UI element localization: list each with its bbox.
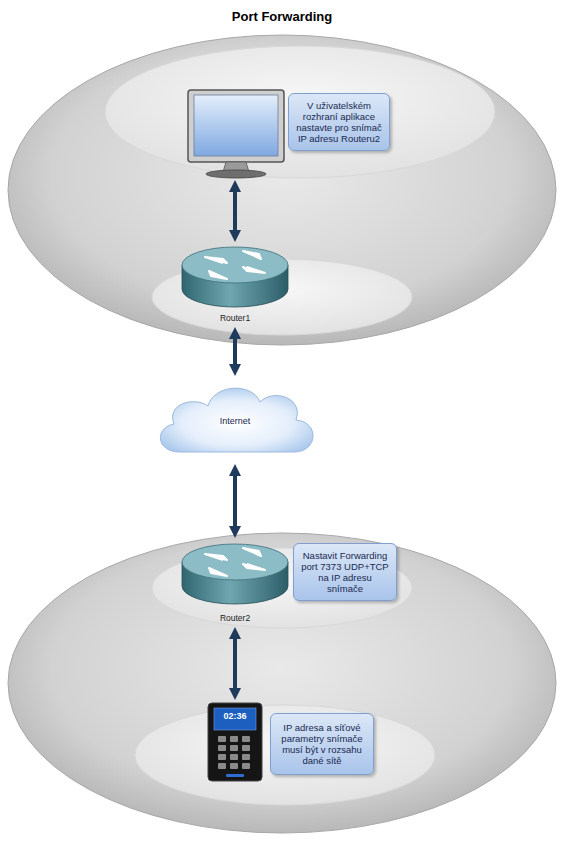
diagram-title: Port Forwarding bbox=[0, 9, 564, 24]
connector-arrow bbox=[229, 327, 241, 376]
note-text: IP adresa a síťové parametry snímače mus… bbox=[277, 722, 367, 766]
node-label: Router1 bbox=[180, 313, 290, 323]
connector-arrow bbox=[229, 180, 241, 242]
connector-arrow bbox=[229, 627, 241, 700]
device-node: 02:36 bbox=[206, 702, 264, 782]
inner-area bbox=[135, 705, 435, 805]
router-icon bbox=[180, 243, 290, 325]
router-node: Router2 bbox=[180, 540, 290, 625]
connector-arrow bbox=[229, 464, 241, 538]
note-text: Nastavit Forwarding port 7373 UDP+TCP na… bbox=[300, 550, 390, 594]
network-disc bbox=[8, 533, 556, 833]
note-box: IP adresa a síťové parametry snímače mus… bbox=[270, 713, 374, 775]
note-box: V uživatelském rozhraní aplikace nastavt… bbox=[288, 93, 390, 151]
cloud-node: Internet bbox=[150, 378, 320, 462]
note-text: V uživatelském rozhraní aplikace nastavt… bbox=[295, 100, 383, 144]
router-icon bbox=[180, 540, 290, 625]
node-label: Internet bbox=[150, 416, 320, 426]
router-node: Router1 bbox=[180, 243, 290, 325]
inner-area bbox=[105, 46, 495, 178]
note-box: Nastavit Forwarding port 7373 UDP+TCP na… bbox=[293, 543, 397, 601]
network-disc bbox=[8, 35, 556, 345]
monitor-icon bbox=[188, 90, 284, 178]
screen-time: 02:36 bbox=[214, 711, 256, 721]
node-label: Router2 bbox=[180, 613, 290, 623]
